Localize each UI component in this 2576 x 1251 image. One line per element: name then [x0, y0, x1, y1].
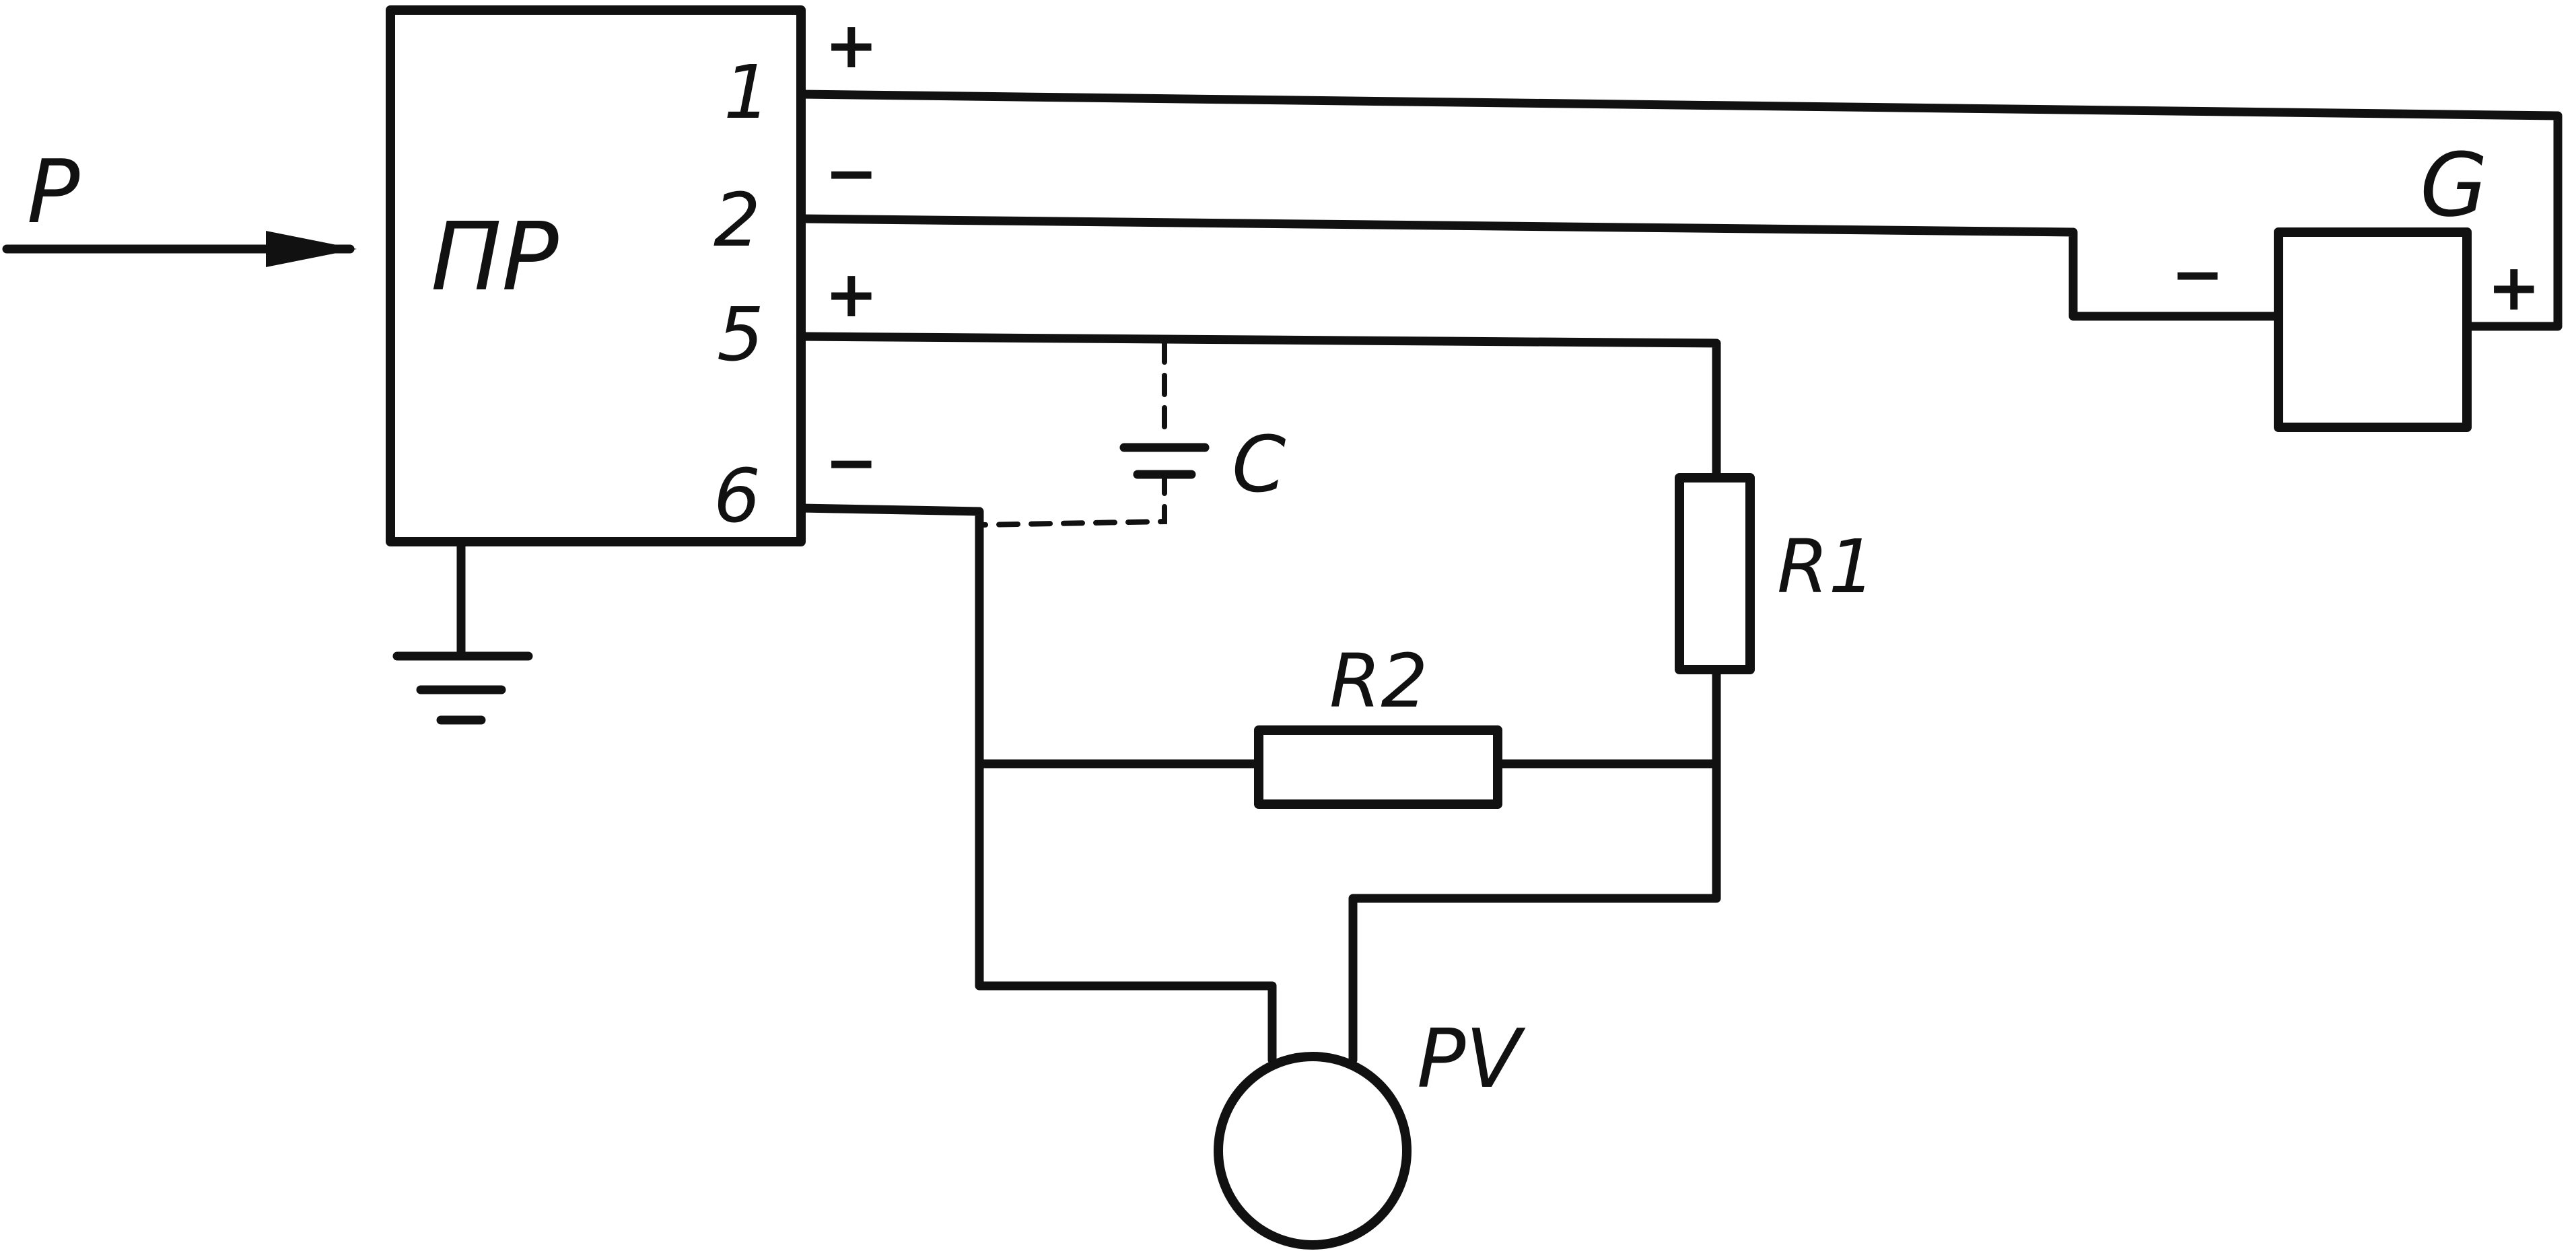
input-label: P	[27, 141, 80, 243]
ground-symbol	[392, 537, 533, 725]
terminal-6-polarity: −	[825, 426, 878, 500]
resistor-r1	[1675, 473, 1755, 674]
capacitor-label: C	[1232, 420, 1286, 510]
source-minus: −	[2171, 238, 2225, 312]
terminal-1-number: 1	[724, 49, 771, 135]
terminal-2-number: 2	[713, 177, 761, 263]
capacitor	[977, 341, 1210, 528]
converter-label: ПР	[431, 203, 559, 312]
wire-terminal-2-to-source-minus	[796, 214, 2283, 321]
resistor-r2-label: R2	[1329, 638, 1428, 724]
wire-r1-to-meter	[1348, 665, 1721, 1065]
terminal-2-polarity: −	[825, 137, 878, 211]
source-label: G	[2420, 134, 2488, 236]
meter-label: PV	[1417, 1013, 1526, 1106]
meter-pv	[1214, 1052, 1412, 1250]
converter-block	[386, 5, 806, 546]
source-plus: +	[2487, 251, 2541, 325]
source-block	[2274, 227, 2472, 432]
terminal-5-polarity: +	[825, 258, 878, 332]
input-arrow	[2, 231, 357, 267]
terminal-6-number: 6	[713, 453, 761, 539]
terminal-5-number: 5	[717, 291, 764, 378]
terminal-1-polarity: +	[825, 9, 878, 83]
wire-terminal-5-to-r1	[796, 332, 1721, 482]
resistor-r1-label: R1	[1777, 524, 1875, 610]
wire-terminal-6-to-meter	[796, 503, 1277, 1065]
resistor-r2	[1254, 725, 1502, 809]
